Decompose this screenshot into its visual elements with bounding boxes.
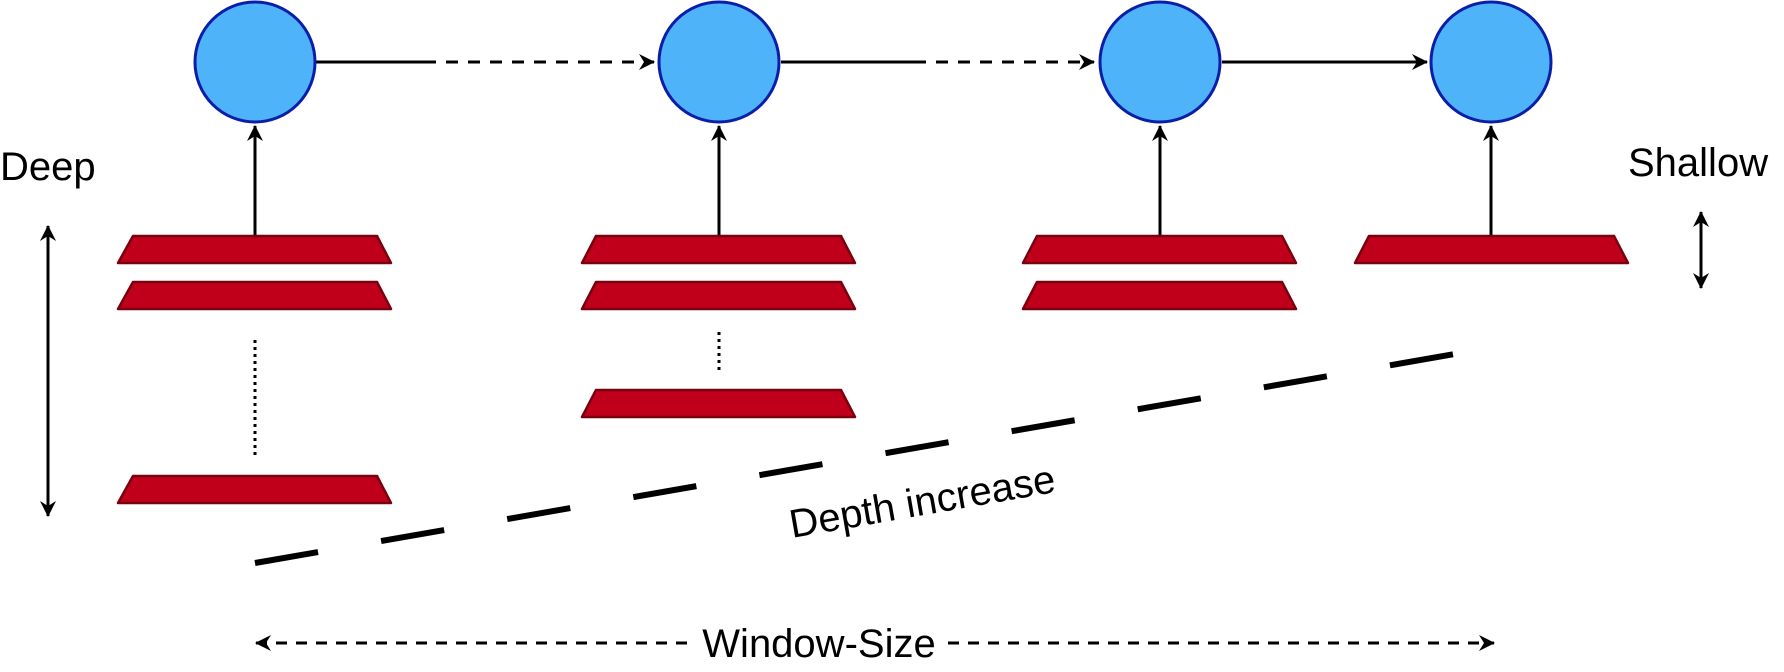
ellipses bbox=[253, 332, 721, 458]
layer-1-1 bbox=[116, 234, 393, 265]
stack-to-node-arrows bbox=[247, 125, 1499, 236]
node-4 bbox=[1429, 0, 1553, 124]
window-size-label: Window-Size bbox=[702, 622, 935, 666]
depth-increase-label: Depth increase bbox=[786, 457, 1059, 547]
deep-label: Deep bbox=[0, 145, 96, 189]
layers bbox=[116, 234, 1630, 505]
layer-1-2 bbox=[116, 280, 393, 311]
layer-2-1 bbox=[580, 234, 857, 265]
node-3 bbox=[1098, 0, 1222, 124]
node-1 bbox=[193, 0, 317, 124]
layer-3-1 bbox=[1021, 234, 1298, 265]
nodes bbox=[193, 0, 1553, 124]
node-2 bbox=[657, 0, 781, 124]
layer-3-2 bbox=[1021, 280, 1298, 311]
layer-2-2 bbox=[580, 280, 857, 311]
shallow-label: Shallow bbox=[1628, 141, 1768, 185]
layer-1-3 bbox=[116, 474, 393, 505]
layer-4-1 bbox=[1353, 234, 1630, 265]
layer-2-3 bbox=[580, 388, 857, 419]
